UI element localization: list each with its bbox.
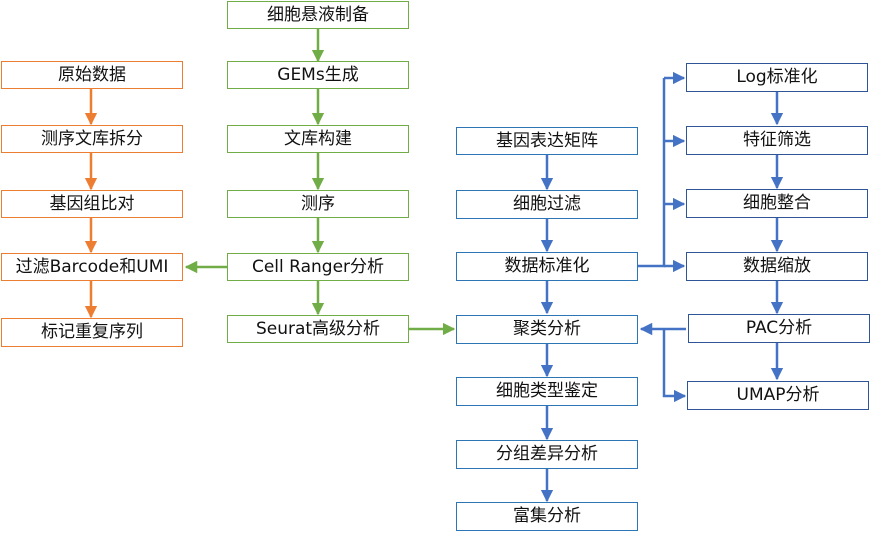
node-sequencing: 测序 [227, 190, 409, 218]
node-enrichment-analysis: 富集分析 [456, 502, 638, 531]
node-umap-analysis: UMAP分析 [687, 381, 869, 410]
node-genome-alignment: 基因组比对 [1, 190, 183, 218]
node-barcode-umi-filter: 过滤Barcode和UMI [1, 253, 183, 281]
node-expression-matrix: 基因表达矩阵 [456, 127, 638, 155]
node-cell-filter: 细胞过滤 [456, 190, 638, 219]
node-normalization: 数据标准化 [456, 252, 638, 281]
node-differential-analysis: 分组差异分析 [456, 440, 638, 469]
node-feature-selection: 特征筛选 [686, 126, 868, 155]
node-mark-duplicates: 标记重复序列 [1, 318, 183, 347]
node-raw-data: 原始数据 [1, 61, 183, 89]
node-cell-ranger: Cell Ranger分析 [227, 253, 409, 281]
node-clustering: 聚类分析 [456, 315, 638, 344]
node-data-scaling: 数据缩放 [686, 252, 868, 281]
node-seurat: Seurat高级分析 [227, 315, 409, 343]
node-pac-analysis: PAC分析 [688, 314, 870, 343]
node-cell-type-identification: 细胞类型鉴定 [456, 377, 638, 406]
edge-normalize-trunk [638, 78, 666, 268]
node-log-normalization: Log标准化 [686, 63, 868, 92]
node-library-split: 测序文库拆分 [1, 125, 183, 153]
node-gems: GEMs生成 [227, 61, 409, 89]
node-cell-suspension: 细胞悬液制备 [227, 1, 409, 29]
node-library-build: 文库构建 [227, 125, 409, 153]
node-cell-integration: 细胞整合 [686, 189, 868, 218]
edge-clustering-to-umap [662, 329, 687, 403]
